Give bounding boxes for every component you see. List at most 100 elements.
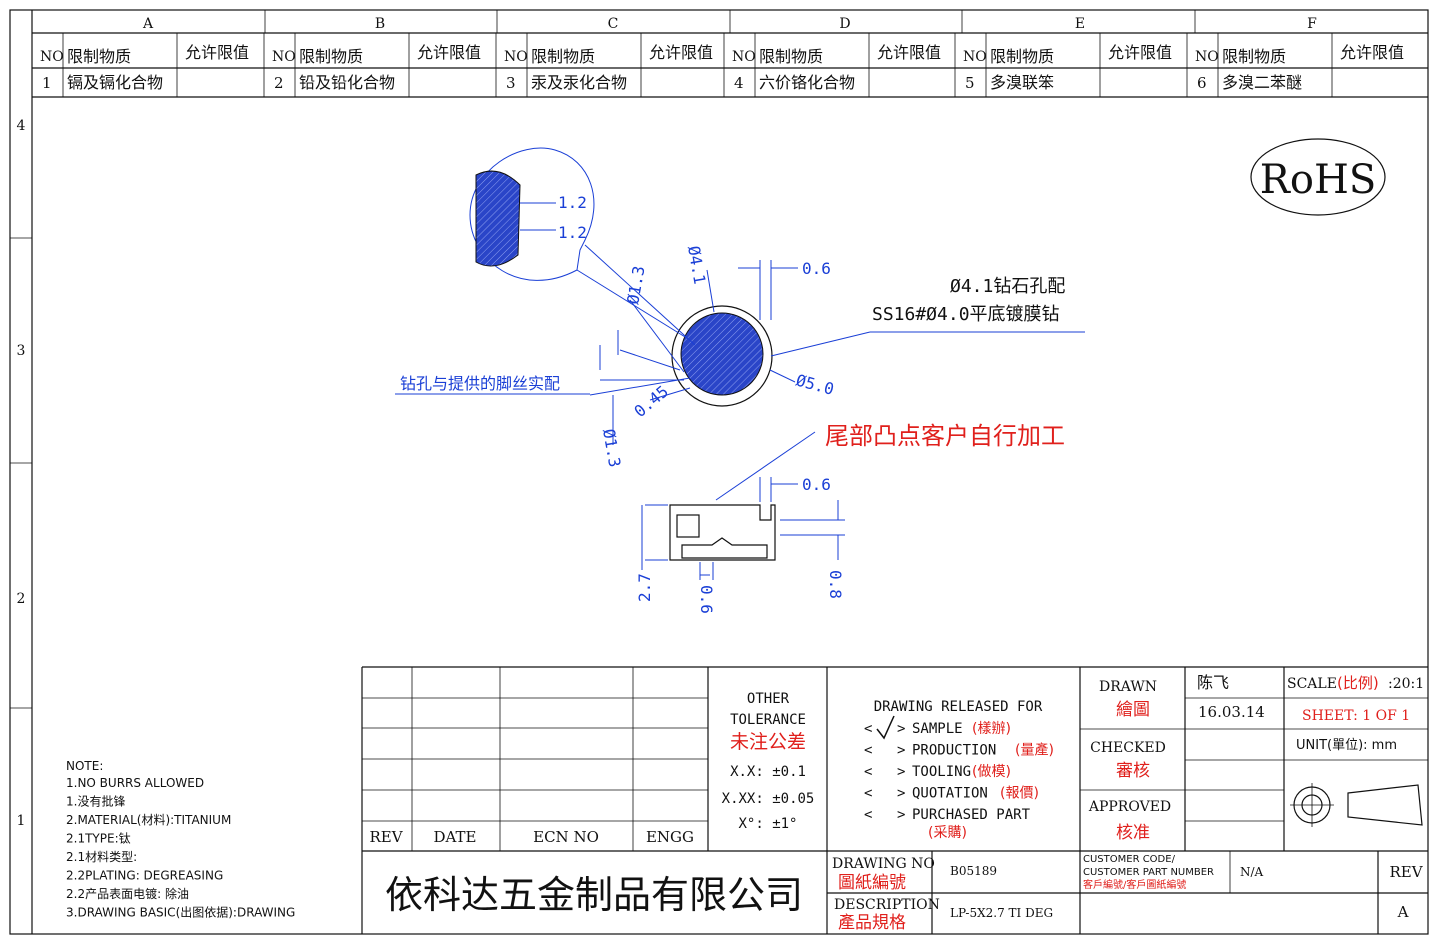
scale-label: SCALE — [1287, 676, 1337, 692]
dim-label: 1.2 — [558, 223, 587, 242]
substance-no: 1 — [42, 74, 52, 92]
release-bracket: > — [897, 807, 905, 823]
release-bracket: > — [897, 743, 905, 759]
customer-cn-label: 客戶編號/客戶圖紙編號 — [1083, 878, 1186, 891]
notes-title: NOTE: — [66, 759, 103, 773]
substance-name: 汞及汞化合物 — [531, 73, 627, 92]
note-line: 2.1材料类型: — [66, 850, 137, 864]
dim-label: 2.7 — [635, 573, 654, 602]
rev-label: REV — [1389, 863, 1423, 881]
col-substance-header: 限制物质 — [299, 47, 363, 66]
drill-note: Ø4.1钻石孔配 — [950, 276, 1065, 297]
rev-header: REV — [369, 828, 403, 846]
dim-label: Ø4.1 — [684, 244, 709, 285]
col-substance-header: 限制物质 — [759, 47, 823, 66]
col-no-header: NO — [504, 49, 528, 65]
dim-label: Ø5.0 — [794, 371, 836, 399]
description-label: DESCRIPTION — [834, 897, 940, 913]
tolerance-xx: X.X: ±0.1 — [730, 764, 806, 780]
approved-cn: 核准 — [1116, 823, 1150, 843]
checkmark-icon — [876, 715, 895, 740]
drawing-no-cn: 圖紙編號 — [838, 873, 906, 893]
drawn-label: DRAWN — [1099, 679, 1157, 695]
projection-icon — [1290, 783, 1423, 827]
row-label: 4 — [17, 118, 26, 134]
drawn-by: 陈飞 — [1197, 673, 1229, 692]
substance-no: 3 — [506, 74, 516, 92]
note-line: 1.NO BURRS ALLOWED — [66, 776, 204, 790]
column-label: D — [839, 16, 850, 32]
release-item-cn: (量產) — [1015, 742, 1054, 759]
customer-pn-label: CUSTOMER PART NUMBER — [1083, 867, 1214, 878]
sheet-label: SHEET: 1 OF 1 — [1302, 708, 1410, 724]
tolerance-cn: 未注公差 — [730, 731, 806, 753]
rohs-mark — [1250, 138, 1386, 216]
rev-value: A — [1397, 903, 1409, 921]
col-limit-header: 允许限值 — [877, 43, 941, 62]
date-header: DATE — [434, 828, 477, 846]
release-item: PRODUCTION — [912, 743, 996, 759]
col-no-header: NO — [40, 49, 64, 65]
unit-label: UNIT(單位): mm — [1296, 738, 1397, 753]
column-label: B — [375, 16, 385, 32]
col-no-header: NO — [963, 49, 987, 65]
checked-label: CHECKED — [1090, 740, 1166, 756]
col-substance-header: 限制物质 — [990, 47, 1054, 66]
column-label: F — [1307, 16, 1317, 32]
dim-label: 0.6 — [802, 259, 831, 278]
substance-no: 4 — [734, 74, 744, 92]
release-bracket: < — [864, 743, 872, 759]
release-item: PURCHASED PART — [912, 807, 1031, 823]
release-item-cn: (采購) — [928, 825, 967, 841]
col-no-header: NO — [732, 49, 756, 65]
row-label: 3 — [17, 343, 26, 359]
dim-label: 1.2 — [558, 193, 587, 212]
dim-label: 0.6 — [697, 585, 716, 614]
approved-label: APPROVED — [1088, 799, 1171, 815]
dim-label: 0.8 — [826, 570, 845, 599]
note-line: 2.2PLATING: DEGREASING — [66, 869, 223, 883]
company-name: 依科达五金制品有限公司 — [385, 873, 803, 917]
col-substance-header: 限制物质 — [67, 47, 131, 66]
release-bracket: > — [897, 764, 905, 780]
column-label: C — [608, 16, 619, 32]
col-limit-header: 允许限值 — [649, 43, 713, 62]
drawn-date: 16.03.14 — [1198, 703, 1265, 721]
tolerance-label: OTHER — [747, 691, 790, 707]
note-line: 2.2产品表面电镀: 除油 — [66, 886, 189, 901]
release-bracket: > — [897, 786, 905, 802]
description-value: LP-5X2.7 TI DEG — [950, 906, 1053, 920]
release-bracket: < — [864, 721, 872, 737]
release-item-cn: (樣辦) — [972, 720, 1011, 737]
dim-label: Ø1.3 — [599, 427, 624, 468]
customer-code-label: CUSTOMER CODE/ — [1083, 854, 1176, 865]
substance-name: 六价铬化合物 — [759, 73, 855, 92]
col-no-header: NO — [272, 49, 296, 65]
substance-no: 2 — [274, 74, 284, 92]
substance-no: 5 — [965, 74, 975, 92]
release-bracket: > — [897, 721, 905, 737]
release-title: DRAWING RELEASED FOR — [874, 699, 1043, 715]
ecn-header: ECN NO — [533, 828, 599, 846]
column-label: A — [142, 16, 154, 32]
release-item: TOOLING — [912, 764, 971, 780]
release-bracket: < — [864, 786, 872, 802]
row-label: 2 — [17, 591, 26, 607]
column-label: E — [1075, 16, 1085, 32]
release-item: QUOTATION — [912, 786, 988, 802]
release-bracket: < — [864, 807, 872, 823]
scale-value: :20:1 — [1388, 676, 1424, 692]
description-cn: 產品規格 — [838, 913, 906, 933]
tail-note: 尾部凸点客户自行加工 — [825, 422, 1065, 450]
substance-name: 多溴联笨 — [990, 73, 1054, 92]
dim-label: 0.6 — [802, 475, 831, 494]
tolerance-xxx: X.XX: ±0.05 — [722, 791, 815, 807]
col-limit-header: 允许限值 — [1108, 43, 1172, 62]
col-limit-header: 允许限值 — [185, 43, 249, 62]
scale-cn: (比例) — [1337, 674, 1379, 692]
engg-header: ENGG — [646, 828, 694, 846]
drill-fit-note: 钻孔与提供的脚丝实配 — [400, 374, 560, 393]
release-item-cn: (做模) — [972, 764, 1011, 780]
release-bracket: < — [864, 764, 872, 780]
